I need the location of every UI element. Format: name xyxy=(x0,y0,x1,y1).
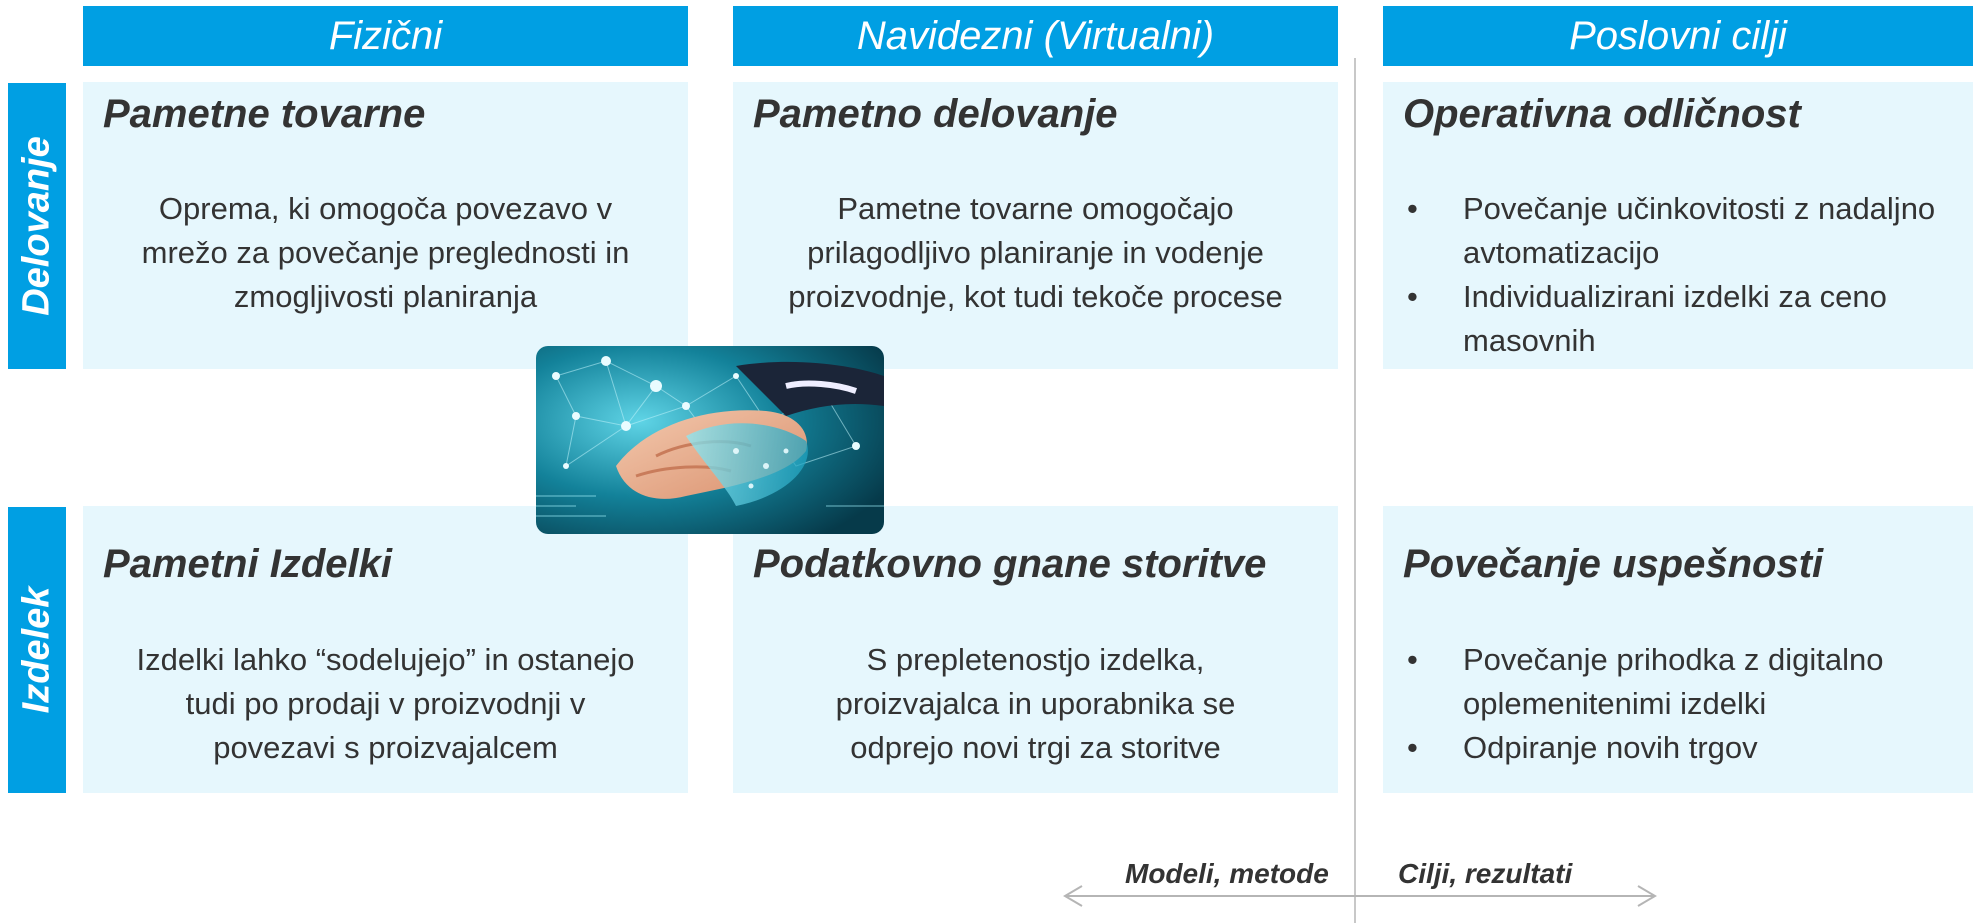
cell-podatkovno-gnane-storitve: Podatkovno gnane storitve S prepletenost… xyxy=(733,506,1338,793)
cell-pametno-delovanje: Pametno delovanje Pametne tovarne omogoč… xyxy=(733,82,1338,369)
cell-body: Pametne tovarne omogočajo prilagodljivo … xyxy=(747,187,1324,319)
cell-title: Pametni Izdelki xyxy=(103,542,392,586)
cell-body-line: Oprema, ki omogoča povezavo v xyxy=(158,191,613,226)
bullet-list: Povečanje prihodka z digitalno oplemenit… xyxy=(1403,638,1953,770)
cell-body: S prepletenostjo izdelka, proizvajalca i… xyxy=(747,638,1324,770)
handshake-network-photo xyxy=(536,346,884,534)
bullet-item: Povečanje prihodka z digitalno oplemenit… xyxy=(1403,638,1953,726)
column-header-fizicni: Fizični xyxy=(83,6,688,66)
cell-body-line: tudi po prodaji v proizvodnji v xyxy=(185,686,586,721)
cell-title: Pametno delovanje xyxy=(753,92,1118,136)
cell-title: Podatkovno gnane storitve xyxy=(753,542,1267,586)
cell-pametni-izdelki: Pametni Izdelki Izdelki lahko “sodelujej… xyxy=(83,506,688,793)
arrow-left-icon xyxy=(1063,885,1083,907)
cell-title: Pametne tovarne xyxy=(103,92,426,136)
row-label-delovanje: Delovanje xyxy=(8,83,66,369)
vertical-divider xyxy=(1354,58,1356,923)
cell-body-line: proizvajalca in uporabnika se xyxy=(835,686,1236,721)
row-label-text: Izdelek xyxy=(15,586,58,714)
row-label-izdelek: Izdelek xyxy=(8,507,66,793)
column-header-label: Navidezni (Virtualni) xyxy=(856,13,1215,58)
column-header-poslovni-cilji: Poslovni cilji xyxy=(1383,6,1973,66)
cell-body-line: mrežo za povečanje preglednosti in xyxy=(141,235,630,270)
cell-title: Operativna odličnost xyxy=(1403,92,1801,136)
cell-body-line: odprejo novi trgi za storitve xyxy=(850,730,1221,765)
bullet-item: Odpiranje novih trgov xyxy=(1403,726,1953,770)
axis-label-left: Modeli, metode xyxy=(1125,858,1329,889)
cell-body: Oprema, ki omogoča povezavo v mrežo za p… xyxy=(97,187,674,319)
column-header-label: Poslovni cilji xyxy=(1569,13,1787,58)
bottom-axis-arrows xyxy=(1063,885,1657,907)
bullet-item: Individualizirani izdelki za ceno masovn… xyxy=(1403,275,1953,363)
cell-operativna-odlicnost: Operativna odličnost Povečanje učinkovit… xyxy=(1383,82,1973,369)
column-header-navidezni: Navidezni (Virtualni) xyxy=(733,6,1338,66)
cell-body-line: S prepletenostjo izdelka, xyxy=(866,642,1205,677)
arrow-right-icon xyxy=(1637,885,1657,907)
handshake-network-illustration xyxy=(536,346,884,534)
cell-body: Izdelki lahko “sodelujejo” in ostanejo t… xyxy=(97,638,674,770)
cell-body-line: Izdelki lahko “sodelujejo” in ostanejo xyxy=(136,642,635,677)
cell-pametne-tovarne: Pametne tovarne Oprema, ki omogoča povez… xyxy=(83,82,688,369)
cell-body-line: Pametne tovarne omogočajo xyxy=(837,191,1234,226)
row-label-text: Delovanje xyxy=(15,136,58,316)
cell-povecanje-uspesnosti: Povečanje uspešnosti Povečanje prihodka … xyxy=(1383,506,1973,793)
cell-body-line: proizvodnje, kot tudi tekoče procese xyxy=(788,279,1283,314)
cell-body-line: povezavi s proizvajalcem xyxy=(213,730,558,765)
cell-body-line: zmogljivosti planiranja xyxy=(233,279,538,314)
bullet-item: Povečanje učinkovitosti z nadaljno avtom… xyxy=(1403,187,1953,275)
cell-title: Povečanje uspešnosti xyxy=(1403,542,1824,586)
axis-label-right: Cilji, rezultati xyxy=(1398,858,1573,889)
column-header-label: Fizični xyxy=(328,13,443,58)
bullet-list: Povečanje učinkovitosti z nadaljno avtom… xyxy=(1403,187,1953,363)
cell-body-line: prilagodljivo planiranje in vodenje xyxy=(807,235,1264,270)
